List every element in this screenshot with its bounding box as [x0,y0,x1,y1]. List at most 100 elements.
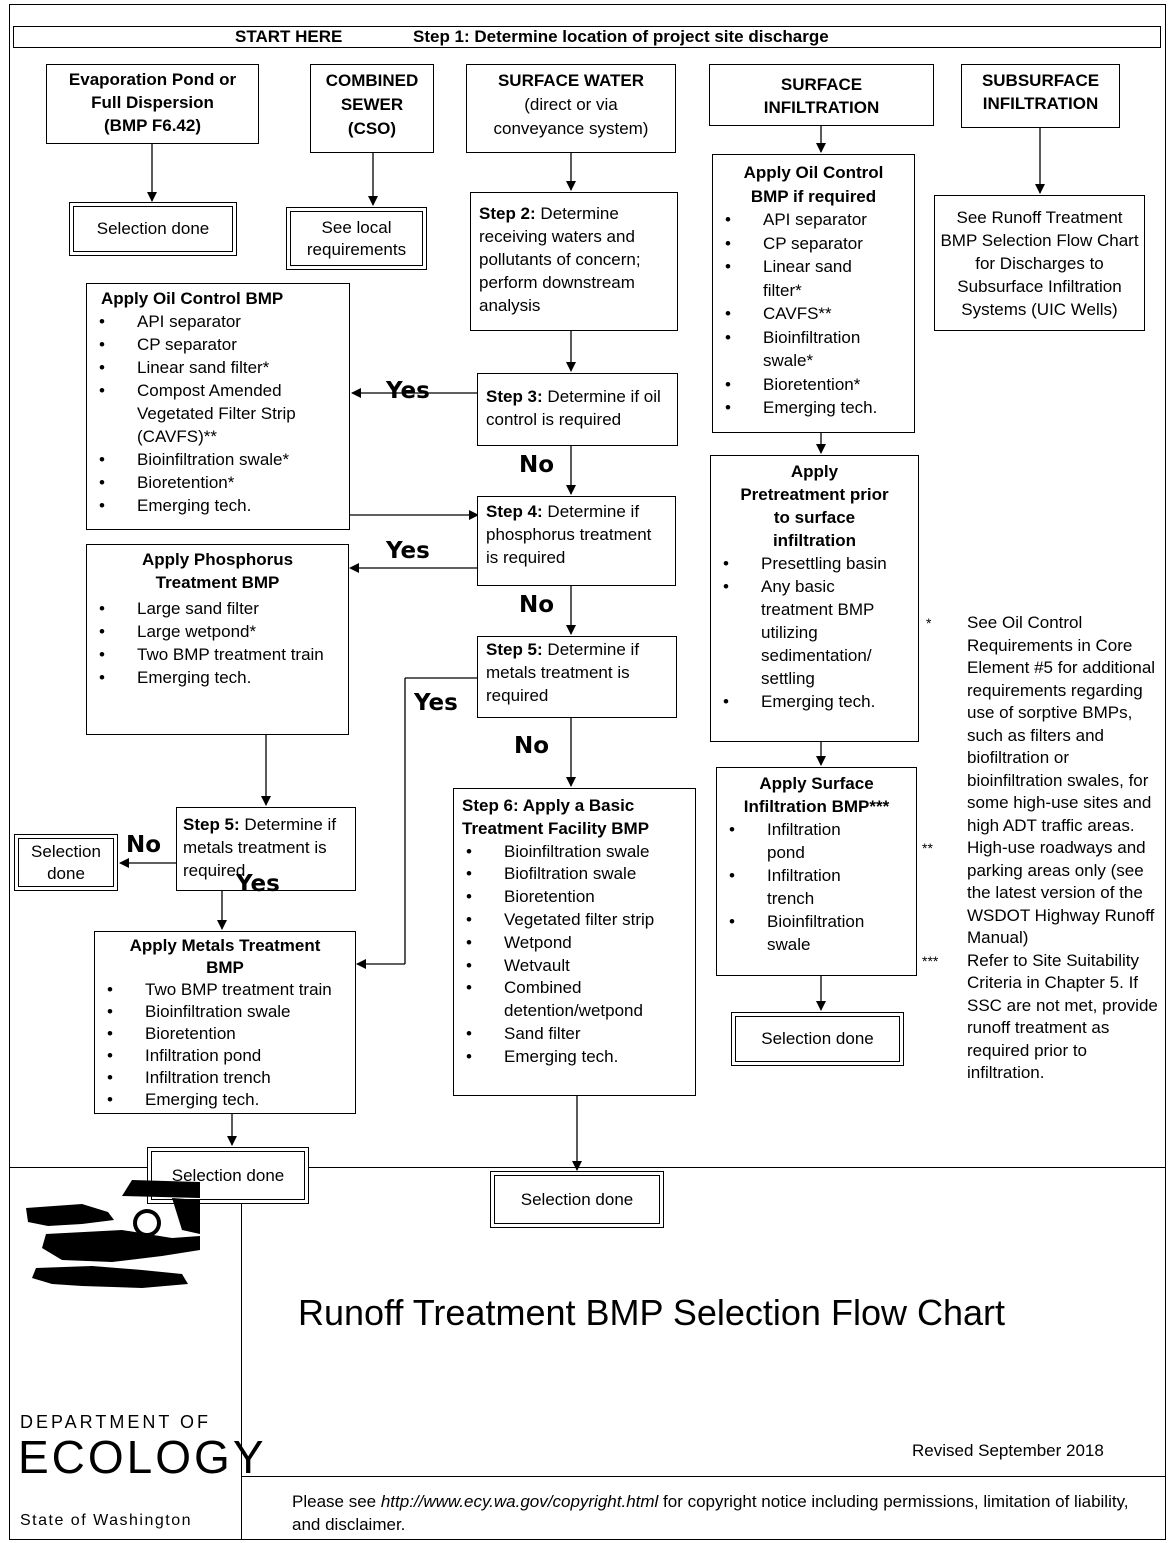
no-label-step5: No [514,733,550,759]
start-here-label: START HERE [235,27,343,46]
step4-label: Step 4: [486,502,543,521]
pretreatment-box: Apply Pretreatment prior to surface infi… [710,455,919,742]
list-item: Two BMP treatment train [99,979,351,1001]
selection-done-infil-text: Selection done [761,1029,874,1048]
sw-line3: conveyance system) [493,119,649,138]
list-item: Linear sand filter* [91,356,345,379]
step5-text: Determine if metals treatment is require… [486,640,640,705]
step3-box: Step 3: Determine if oil control is requ… [477,373,678,446]
list-item: Combined detention/wetpond [458,977,691,1023]
copyright-cell [241,1476,1166,1540]
revised-date: Revised September 2018 [912,1441,1104,1460]
list-item: Compost Amended Vegetated Filter Strip (… [91,379,345,448]
list-item: Biofiltration swale [458,863,691,886]
sib-list: Infiltration pond Infiltration trench Bi… [721,818,912,956]
evap-line2: Full Dispersion [91,93,214,112]
evap-line3: (BMP F6.42) [104,116,201,135]
phos-title-line2: Treatment BMP [155,573,280,592]
evap-line1: Evaporation Pond or [68,70,237,89]
list-item: API separator [717,208,910,232]
evaporation-pond-box: Evaporation Pond or Full Dispersion (BMP… [46,64,259,144]
yes-label-step5b: Yes [236,871,280,897]
list-item: CP separator [91,333,345,356]
list-item: Bioinfiltration swale [721,910,912,956]
ssi-line2: INFILTRATION [982,94,1099,113]
list-item: Infiltration pond [721,818,912,864]
oil-req-title-line1: Apply Oil Control [743,163,884,182]
step3-label: Step 3: [486,387,543,406]
step4-text: Determine if phosphorus treatment is req… [486,502,652,567]
list-item: Infiltration trench [721,864,912,910]
metals-bmp-box: Apply Metals Treatment BMP Two BMP treat… [94,931,356,1114]
step4-box: Step 4: Determine if phosphorus treatmen… [477,496,676,586]
combined-sewer-box: COMBINED SEWER (CSO) [310,64,434,153]
yes-label-oil: Yes [386,378,430,404]
sw-line1: SURFACE WATER [497,71,645,90]
list-item: Bioinfiltration swale* [91,448,345,471]
sib-title-line2: Infiltration BMP*** [743,797,890,816]
list-item: CP separator [717,232,910,256]
list-item: Emerging tech. [91,666,344,689]
phos-bmp-list: Large sand filter Large wetpond* Two BMP… [91,597,344,689]
footnote-3-text: Refer to Site Suitability Criteria in Ch… [967,950,1158,1083]
surface-water-box: SURFACE WATER (direct or via conveyance … [466,64,676,153]
list-item: Wetpond [458,932,691,955]
list-item: Bioretention* [717,373,910,397]
footnote-1-mark: * [926,615,932,631]
sib-title: Apply Surface Infiltration BMP*** [721,772,912,818]
copyright-link[interactable]: http://www.ecy.wa.gov/copyright.html [380,1492,659,1511]
list-item: Linear sand filter* [717,255,910,302]
state-label: State of Washington [20,1512,192,1529]
step5b-label: Step 5: [183,815,240,834]
see-local-line1: See local [321,217,392,237]
pretreat-list: Presettling basin Any basic treatment BM… [715,552,914,713]
phos-title-line1: Apply Phosphorus [141,550,294,569]
footnote-1: * See Oil Control Requirements in Core E… [922,612,1160,837]
yes-label-metals: Yes [414,690,458,716]
dept-of-label: DEPARTMENT OF [20,1412,212,1432]
step6-title-line2: Treatment Facility BMP [462,818,650,838]
copyright-notice: Please see http://www.ecy.wa.gov/copyrig… [292,1490,1152,1536]
list-item: Bioinfiltration swale* [717,326,910,373]
list-item: Emerging tech. [91,494,345,517]
metals-title: Apply Metals Treatment BMP [99,935,351,979]
selection-done-left-text: Selection done [31,841,101,883]
pretreat-title-line4: infiltration [772,531,857,550]
copy-post: for copyright notice including permissio… [292,1492,1129,1534]
si-line2: INFILTRATION [763,98,880,117]
oil-bmp-title: Apply Oil Control BMP [101,289,284,308]
list-item: CAVFS** [717,302,910,326]
list-item: API separator [91,310,345,333]
no-label-step4: No [519,592,555,618]
step1-label: Step 1: Determine location of project si… [413,27,829,46]
logo-cell [9,1167,242,1540]
footnote-3: *** Refer to Site Suitability Criteria i… [922,950,1160,1085]
step5-label: Step 5: [486,640,543,659]
no-label-step5b: No [126,832,162,858]
chart-title: Runoff Treatment BMP Selection Flow Char… [298,1292,1005,1333]
metals-bmp-list: Two BMP treatment train Bioinfiltration … [99,979,351,1111]
footnote-3-mark: *** [922,952,939,969]
list-item: Wetvault [458,955,691,978]
step6-title: Step 6: Apply a Basic Treatment Facility… [458,795,691,841]
list-item: Bioretention [458,886,691,909]
metals-title-line1: Apply Metals Treatment [129,936,321,955]
step2-label: Step 2: [479,204,536,223]
yes-label-phos: Yes [386,538,430,564]
list-item: Emerging tech. [99,1089,351,1111]
ssi-line1: SUBSURFACE [981,71,1100,90]
oil-control-if-required-box: Apply Oil Control BMP if required API se… [712,154,915,433]
list-item: Infiltration pond [99,1045,351,1067]
oil-req-list: API separator CP separator Linear sand f… [717,208,910,420]
list-item: Vegetated filter strip [458,909,691,932]
step1-header: START HERE Step 1: Determine location of… [13,26,1161,48]
footnote-2-text: High-use roadways and parking areas only… [967,838,1155,947]
step5b-text: Determine if metals treatment is require… [183,815,337,880]
step2-box: Step 2: Determine receiving waters and p… [470,192,678,331]
list-item: Two BMP treatment train [91,643,344,666]
sib-title-line1: Apply Surface [759,774,874,793]
selection-done-evap: Selection done [69,202,237,256]
subsurface-infiltration-box: SUBSURFACE INFILTRATION [961,64,1120,128]
combined-line2: SEWER [340,95,404,114]
